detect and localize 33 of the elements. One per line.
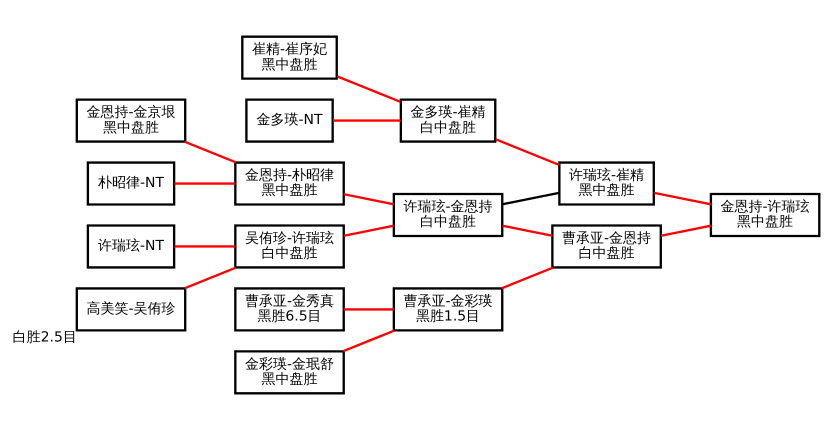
connector [495,138,560,166]
node-box: 曹承亚-金彩瑛 黑胜1.5目 [392,286,504,332]
connector [342,329,395,352]
connector [184,266,236,289]
connector [501,266,554,289]
node-label: 白胜2.5目 [12,329,77,346]
node-box: 朴昭律-NT [86,160,176,206]
connector [184,140,236,163]
node-box: 金恩持-朴昭律 黑中盘胜 [234,160,345,206]
node-box: 许瑞玹-金恩持 白中盘胜 [392,192,504,237]
connector [502,224,553,236]
connector [344,224,394,236]
node-box: 崔精-崔序妃 黑中盘胜 [241,35,338,80]
node-box: 金彩瑛-金珉舒 黑中盘胜 [234,350,345,394]
connector [654,191,712,205]
node-box: 金多瑛-崔精 白中盘胜 [400,98,496,142]
node-box: 曹承亚-金恩持 白中盘胜 [551,224,662,268]
connector [336,74,401,102]
node-box: 曹承亚-金秀真 黑胜6.5目 [234,286,345,332]
node-box: 高美笑-吴侑珍 [76,286,186,332]
connector [502,191,560,205]
connector [344,308,394,310]
connector [174,182,235,184]
node-box: 许瑞玹-崔精 黑中盘胜 [558,160,655,206]
connector [660,224,712,236]
node-box: 金恩持-金京垠 黑中盘胜 [76,98,186,142]
connector [332,118,401,122]
connector [344,192,394,205]
node-box: 吴侑珍-许瑞玹 白中盘胜 [234,224,345,268]
node-box: 许瑞玹-NT [86,224,176,268]
node-box: 金恩持-许瑞玹 黑中盘胜 [710,192,820,237]
node-box: 金多瑛-NT [245,98,334,142]
connector [174,244,235,248]
